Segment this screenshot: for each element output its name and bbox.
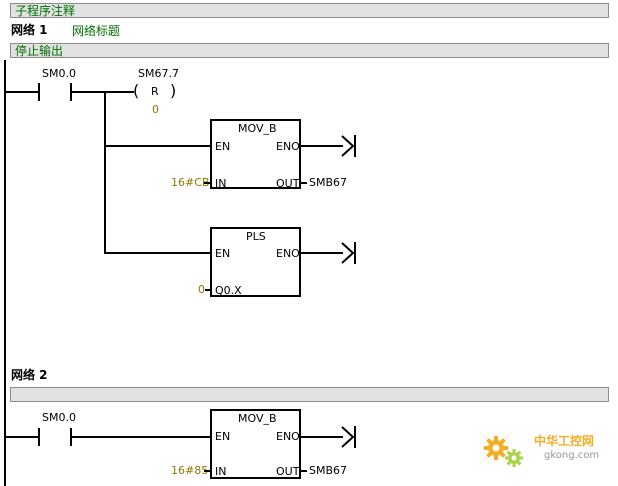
n2-mov-b-eno-arrow-icon [341,426,356,448]
n1-wire [301,252,343,254]
n1-pls-pin-value[interactable]: 0 [198,283,205,296]
n1-wire [6,91,38,93]
n2-mov-b-en: EN [215,430,231,443]
n1-mov-b-out: OUT [276,177,300,190]
n2-mov-b-in: IN [215,465,227,478]
n2-contact-right[interactable] [70,428,72,446]
n1-wire [301,145,343,147]
gear-icon [484,436,523,467]
network-1-label[interactable]: 网络 1 [11,23,48,37]
n1-coil-count[interactable]: 0 [152,103,159,116]
n2-mov-b-in-value[interactable]: 16#85 [171,464,209,477]
n1-mov-b-en: EN [215,140,231,153]
watermark-name: 中华工控网 [534,434,595,448]
n1-mov-b-in: IN [215,177,227,190]
n1-pls-name: PLS [246,230,266,243]
n1-wire [301,182,307,184]
n1-mov-b-box[interactable]: MOV_B EN ENO IN OUT [210,119,301,190]
n2-wire [6,436,38,438]
n2-mov-b-box[interactable]: MOV_B EN ENO IN OUT [210,409,301,479]
n1-contact-address[interactable]: SM0.0 [42,67,76,80]
n2-wire [301,436,343,438]
n2-mov-b-out-value[interactable]: SMB67 [309,464,348,477]
n1-coil-left-paren[interactable]: ( [133,81,140,100]
n1-mov-b-in-value[interactable]: 16#CB [171,176,210,189]
n1-pls-eno: ENO [276,247,300,260]
n1-wire [205,289,210,291]
subroutine-comment-bar[interactable]: 子程序注释 [10,3,609,18]
n1-mov-b-out-value[interactable]: SMB67 [309,176,348,189]
n1-contact-left[interactable] [38,83,40,101]
power-rail [4,60,6,486]
network-1-title[interactable]: 网络标题 [72,24,121,38]
n2-mov-b-name: MOV_B [238,412,277,425]
n1-mov-b-name: MOV_B [238,122,277,135]
n1-coil-right-paren[interactable]: ) [170,81,177,100]
n2-contact-address[interactable]: SM0.0 [42,411,76,424]
n1-branch [104,92,106,253]
n1-contact-right[interactable] [70,83,72,101]
n2-wire [301,470,307,472]
n1-wire [104,145,211,147]
n2-mov-b-eno: ENO [276,430,300,443]
n1-wire [72,91,134,93]
n2-wire [72,436,211,438]
n2-wire [204,470,210,472]
network-1-comment: 停止输出 [15,44,64,58]
n2-contact-left[interactable] [38,428,40,446]
subroutine-comment: 子程序注释 [15,4,76,18]
n1-wire [204,182,210,184]
n1-pls-eno-arrow-icon [341,242,356,264]
n1-mov-b-eno-arrow-icon [341,135,356,157]
watermark: 中华工控网 gkong.com [482,430,608,470]
network-2-label[interactable]: 网络 2 [11,368,48,382]
network-1-comment-bar[interactable]: 停止输出 [10,43,609,58]
n1-coil-type[interactable]: R [151,85,159,98]
network-2-comment-bar[interactable] [10,387,609,402]
n1-pls-box[interactable]: PLS EN ENO Q0.X [210,227,301,297]
n1-mov-b-eno: ENO [276,140,300,153]
n1-wire [104,252,211,254]
n1-pls-q: Q0.X [215,284,242,297]
watermark-url: gkong.com [544,450,600,461]
n2-mov-b-out: OUT [276,465,300,478]
n1-pls-en: EN [215,247,231,260]
n1-coil-address[interactable]: SM67.7 [138,67,179,80]
